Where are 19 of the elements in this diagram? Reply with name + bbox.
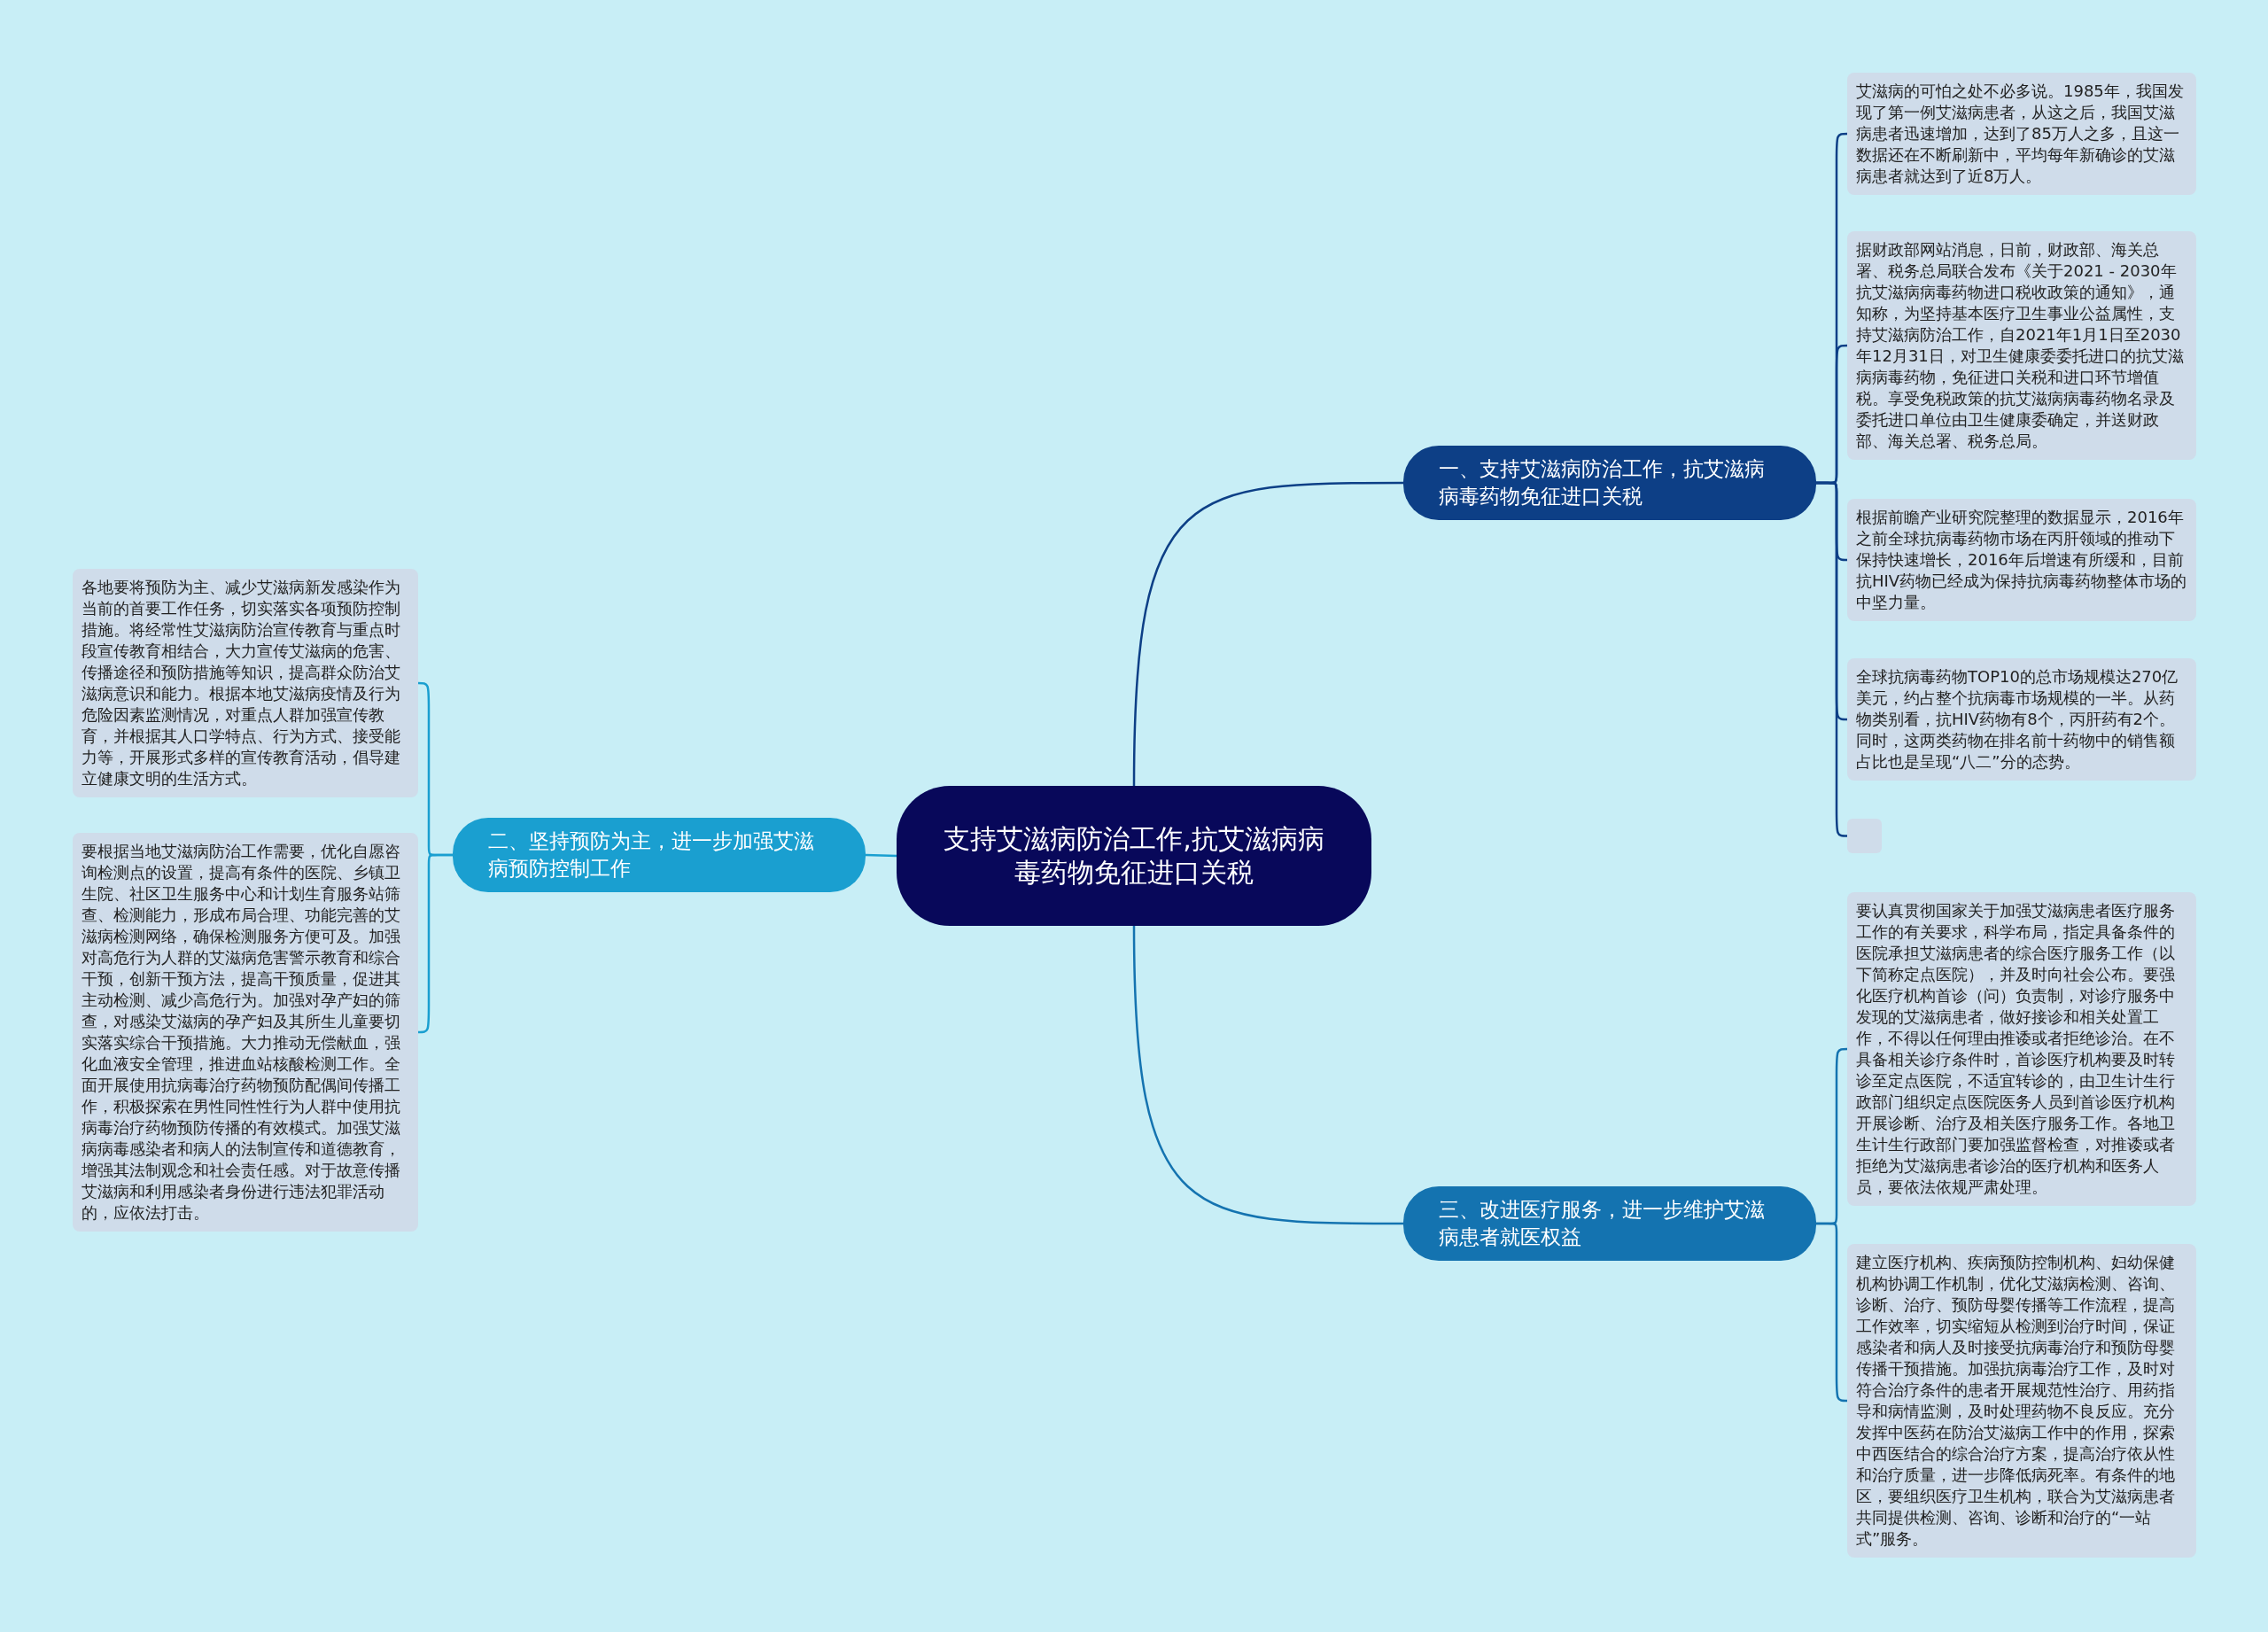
branch-topic: 三、改进医疗服务，进一步维护艾滋病患者就医权益 — [1403, 1186, 1816, 1261]
connector-line — [418, 853, 453, 1034]
text-card: 建立医疗机构、疾病预防控制机构、妇幼保健机构协调工作机制，优化艾滋病检测、咨询、诊断、治疗、预防母婴传播等工作流程，提高工作效率，切实缩短从检测到治疗时间，保证感染者和病人及时接受抗病毒治疗和预防母婴传播干预措施。加强抗病毒治疗工作，及时对符合治疗条件的患者开展规范性治疗、用药指导和病情监测，及时处理药物不良反应。充分发挥中医药在防治艾滋病工作中的作用，探索中西医结合的综合治疗方案，提高治疗依从性和治疗质量，进一步降低病死率。有条件的地区，要组织医疗卫生机构，联合为艾滋病患者共同提供检测、咨询、诊断和治疗的“一站式”服务。 — [1847, 1244, 2196, 1558]
text-card: 艾滋病的可怕之处不必多说。1985年，我国发现了第一例艾滋病患者，从这之后，我国艾滋病患者迅速增加，达到了85万人之多，且这一数据还在不断刷新中，平均每年新确诊的艾滋病患者就达到了近8万人。 — [1847, 73, 2196, 195]
empty-card — [1847, 819, 1882, 853]
connector-line — [865, 853, 897, 858]
text-card: 各地要将预防为主、减少艾滋病新发感染作为当前的首要工作任务，切实落实各项预防控制措施。将经常性艾滋病防治宣传教育与重点时段宣传教育相结合，大力宣传艾滋病的危害、传播途径和预防措施等知识，提高群众防治艾滋病意识和能力。根据本地艾滋病疫情及行为危险因素监测情况，对重点人群加强宣传教育，并根据其人口学特点、行为方式、接受能力等，开展形式多样的宣传教育活动，倡导建立健康文明的生活方式。 — [73, 569, 418, 797]
connector-line — [1132, 925, 1403, 1225]
connector-line — [1132, 481, 1403, 787]
text-card: 要认真贯彻国家关于加强艾滋病患者医疗服务工作的有关要求，科学布局，指定具备条件的医院承担艾滋病患者的综合医疗服务工作（以下简称定点医院），并及时向社会公布。要强化医疗机构首诊（问）负责制，对诊疗服务中发现的艾滋病患者，做好接诊和相关处置工作，不得以任何理由推诿或者拒绝诊治。在不具备相关诊疗条件时，首诊医疗机构要及时转诊至定点医院，不适宜转诊的，由卫生计生行政部门组织定点医院医务人员到首诊医疗机构开展诊断、治疗及相关医疗服务工作。各地卫生计生行政部门要加强监督检查，对推诿或者拒绝为艾滋病患者诊治的医疗机构和医务人员，要依法依规严肃处理。 — [1847, 892, 2196, 1206]
branch-topic: 一、支持艾滋病防治工作，抗艾滋病病毒药物免征进口关税 — [1403, 446, 1816, 520]
text-card: 根据前瞻产业研究院整理的数据显示，2016年之前全球抗病毒药物市场在丙肝领域的推动下保持快速增长，2016年后增速有所缓和，目前抗HIV药物已经成为保持抗病毒药物整体市场的中坚力量。 — [1847, 499, 2196, 621]
central-topic: 支持艾滋病防治工作,抗艾滋病病毒药物免征进口关税 — [897, 786, 1371, 926]
text-card: 全球抗病毒药物TOP10的总市场规模达270亿美元，约占整个抗病毒市场规模的一半。从药物类别看，抗HIV药物有8个，丙肝药有2个。同时，这两类药物在排名前十药物中的销售额占比也是呈现“八二”分的态势。 — [1847, 658, 2196, 781]
connector-line — [1816, 1222, 1847, 1403]
text-card: 据财政部网站消息，日前，财政部、海关总署、税务总局联合发布《关于2021 - 2030年抗艾滋病病毒药物进口税收政策的通知》，通知称，为坚持基本医疗卫生事业公益属性，支持艾滋病防治工作，自2021年1月1日至2030年12月31日，对卫生健康委委托进口的抗艾滋病病毒药物，免征进口关税和进口环节增值税。享受免税政策的抗艾滋病病毒药物名录及委托进口单位由卫生健康委确定，并送财政部、海关总署、税务总局。 — [1847, 231, 2196, 460]
branch-topic: 二、坚持预防为主，进一步加强艾滋病预防控制工作 — [453, 818, 866, 892]
connector-line — [1816, 481, 1848, 837]
text-card: 要根据当地艾滋病防治工作需要，优化自愿咨询检测点的设置，提高有条件的医院、乡镇卫生院、社区卫生服务中心和计划生育服务站筛查、检测能力，形成布局合理、功能完善的艾滋病检测网络，确保检测服务方便可及。加强对高危行为人群的艾滋病危害警示教育和综合干预，创新干预方法，提高干预质量，促进其主动检测、减少高危行为。加强对孕产妇的筛查，对感染艾滋病的孕产妇及其所生儿童要切实落实综合干预措施。大力推动无偿献血，强化血液安全管理，推进血站核酸检测工作。全面开展使用抗病毒治疗药物预防配偶间传播工作，积极探索在男性同性性行为人群中使用抗病毒治疗药物预防传播的有效模式。加强艾滋病病毒感染者和病人的法制宣传和道德教育，增强其法制观念和社会责任感。对于故意传播艾滋病和利用感染者身份进行违法犯罪活动的，应依法打击。 — [73, 833, 418, 1232]
